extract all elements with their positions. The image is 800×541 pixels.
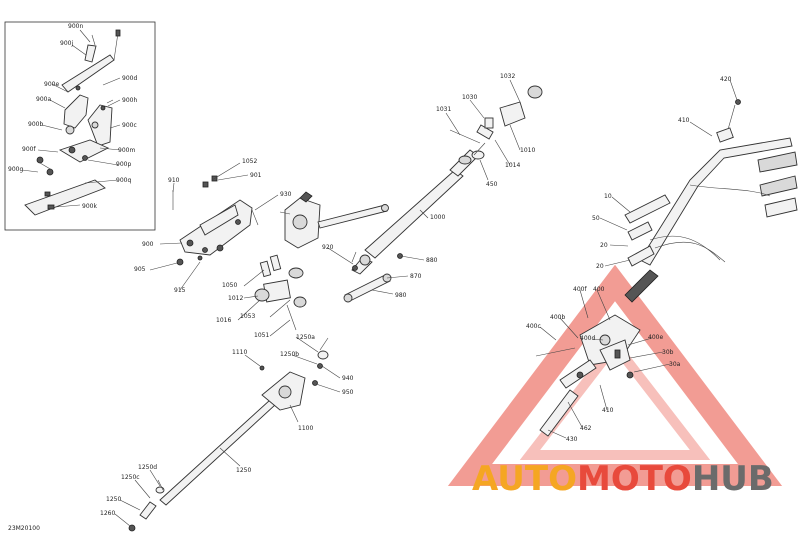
label-900a: 900a [36,96,51,103]
label-905: 905 [134,266,146,273]
label-450: 450 [486,181,498,188]
watermark-auto: AUTO [472,459,577,499]
label-400f: 400f [573,286,587,293]
label-462: 462 [580,425,592,432]
label-900k: 900k [82,203,97,210]
label-940: 940 [342,375,354,382]
label-901: 901 [250,172,262,179]
label-900p: 900p [116,161,131,168]
label-900d: 900d [122,75,137,82]
label-400d: 400d [580,335,595,342]
label-1050: 1050 [222,282,237,289]
watermark-logo: AUTOMOTOHUB [447,264,783,499]
label-915: 915 [174,287,186,294]
label-870: 870 [410,273,422,280]
label-900n: 900n [68,23,83,30]
part-labels: 1052 901 910 930 900 905 915 1050 1012 1… [100,73,732,517]
label-1051: 1051 [254,332,269,339]
label-1250b: 1250b [280,351,299,358]
label-1110: 1110 [232,349,247,356]
label-920: 920 [322,244,334,251]
label-400b: 400b [550,314,565,321]
label-900b: 900b [28,121,43,128]
label-1014: 1014 [505,162,520,169]
leader-lines [114,79,738,527]
label-1016: 1016 [216,317,231,324]
diagram-code: 23M20100 [8,525,40,532]
watermark-moto: MOTO [577,459,692,499]
label-1250d: 1250d [138,464,157,471]
label-1100: 1100 [298,425,313,432]
label-50: 50 [592,215,600,222]
label-1250-lower: 1250 [106,496,121,503]
label-30b: 30b [662,349,674,356]
label-1031: 1031 [436,106,451,113]
label-950: 950 [342,389,354,396]
label-900f: 900f [22,146,36,153]
label-20-lower: 20 [596,263,604,270]
label-1053: 1053 [240,313,255,320]
label-900q: 900q [116,177,131,184]
watermark-triangle [447,264,783,486]
label-420: 420 [720,76,732,83]
label-410-lower: 410 [602,407,614,414]
label-1250a: 1250a [296,334,315,341]
label-880: 880 [426,257,438,264]
label-1012: 1012 [228,295,243,302]
label-1260: 1260 [100,510,115,517]
watermark-hub: HUB [692,459,774,499]
label-30a: 30a [669,361,681,368]
label-910: 910 [168,177,180,184]
label-20-upper: 20 [600,242,608,249]
label-1030: 1030 [462,94,477,101]
steering-column [343,85,543,303]
label-430: 430 [566,436,578,443]
label-980: 980 [395,292,407,299]
steering-bracket-assembly [172,175,389,331]
label-1250c: 1250c [121,474,140,481]
label-900c: 900c [122,122,137,129]
svg-text:AUTOMOTOHUB: AUTOMOTOHUB [472,459,774,499]
label-400e: 400e [648,334,663,341]
inset-frame [4,21,156,231]
label-1250: 1250 [236,467,251,474]
lower-steering-shaft [128,337,329,532]
label-400: 400 [593,286,605,293]
label-900m: 900m [118,147,135,154]
label-410: 410 [678,117,690,124]
handlebar-assembly [535,99,798,437]
label-900h: 900h [122,97,137,104]
label-400c: 400c [526,323,541,330]
label-900: 900 [142,241,154,248]
label-10: 10 [604,193,612,200]
label-900e: 900e [44,81,59,88]
label-1010: 1010 [520,147,535,154]
label-900j: 900j [60,40,73,47]
label-1032: 1032 [500,73,515,80]
label-930: 930 [280,191,292,198]
inset-detail: 900n 900j 900e 900d 900a 900h 900b 900c … [4,21,156,231]
label-900g: 900g [8,166,23,173]
label-1052: 1052 [242,158,257,165]
label-1000: 1000 [430,214,445,221]
